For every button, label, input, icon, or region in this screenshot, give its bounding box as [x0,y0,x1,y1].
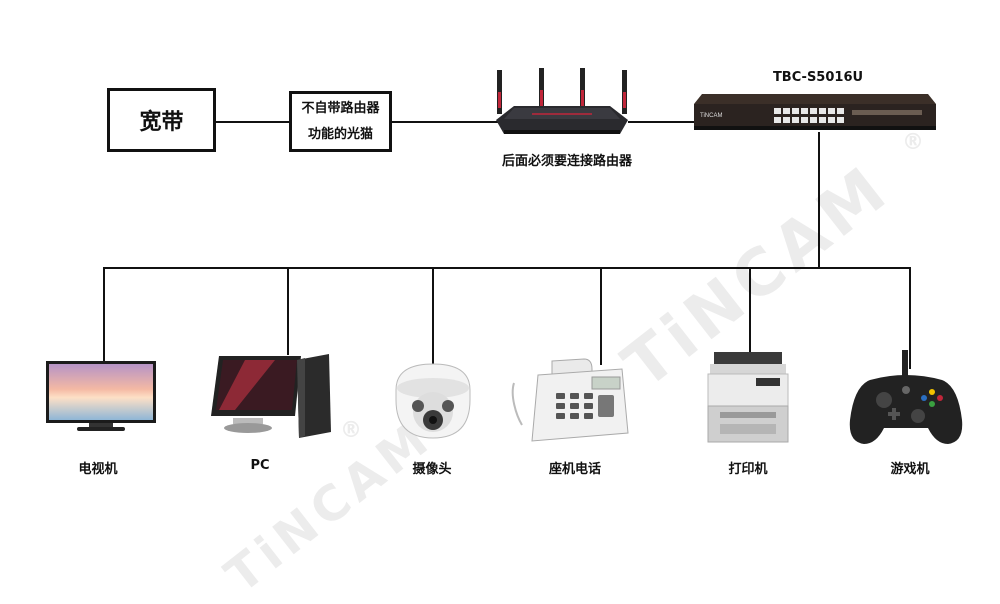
wire-router-switch [628,121,698,123]
wire-modem-router [392,121,502,123]
wire-drop-pc [287,267,289,355]
camera-icon [395,363,471,439]
watermark-reg-mark: ® [902,130,924,155]
device-label-phone: 座机电话 [548,462,602,477]
modem-label-line2: 功能的光猫 [307,126,373,142]
router-label: 后面必须要连接路由器 [501,154,633,169]
device-label-camera: 摄像头 [412,462,452,477]
device-label-pc: PC [250,458,270,473]
modem-box: 不自带路由器 功能的光猫 [289,91,392,152]
wire-broadband-modem [216,121,289,123]
wire-drop-printer [749,267,751,354]
broadband-label: 宽带 [139,110,184,135]
wire-bus [103,267,911,269]
wire-drop-tv [103,267,105,363]
device-label-tv: 电视机 [78,462,118,477]
switch-brand-text: TiNCAM [700,113,723,119]
wire-drop-phone [600,267,602,365]
device-label-printer: 打印机 [728,462,768,477]
watermark-reg-mark-2: ® [340,418,362,443]
printer-icon [707,352,789,443]
broadband-box: 宽带 [107,88,216,152]
device-label-gamepad: 游戏机 [890,462,930,477]
switch-model-label: TBC-S5016U [772,70,864,85]
switch-icon [694,94,936,130]
pc-icon [211,354,331,438]
phone-icon [511,358,629,442]
wire-switch-down [818,132,820,268]
wire-drop-camera [432,267,434,365]
wire-drop-gamepad [909,267,911,369]
tv-icon [46,361,156,431]
gamepad-icon [849,350,963,444]
router-icon [496,68,628,134]
modem-label-line1: 不自带路由器 [301,100,380,116]
